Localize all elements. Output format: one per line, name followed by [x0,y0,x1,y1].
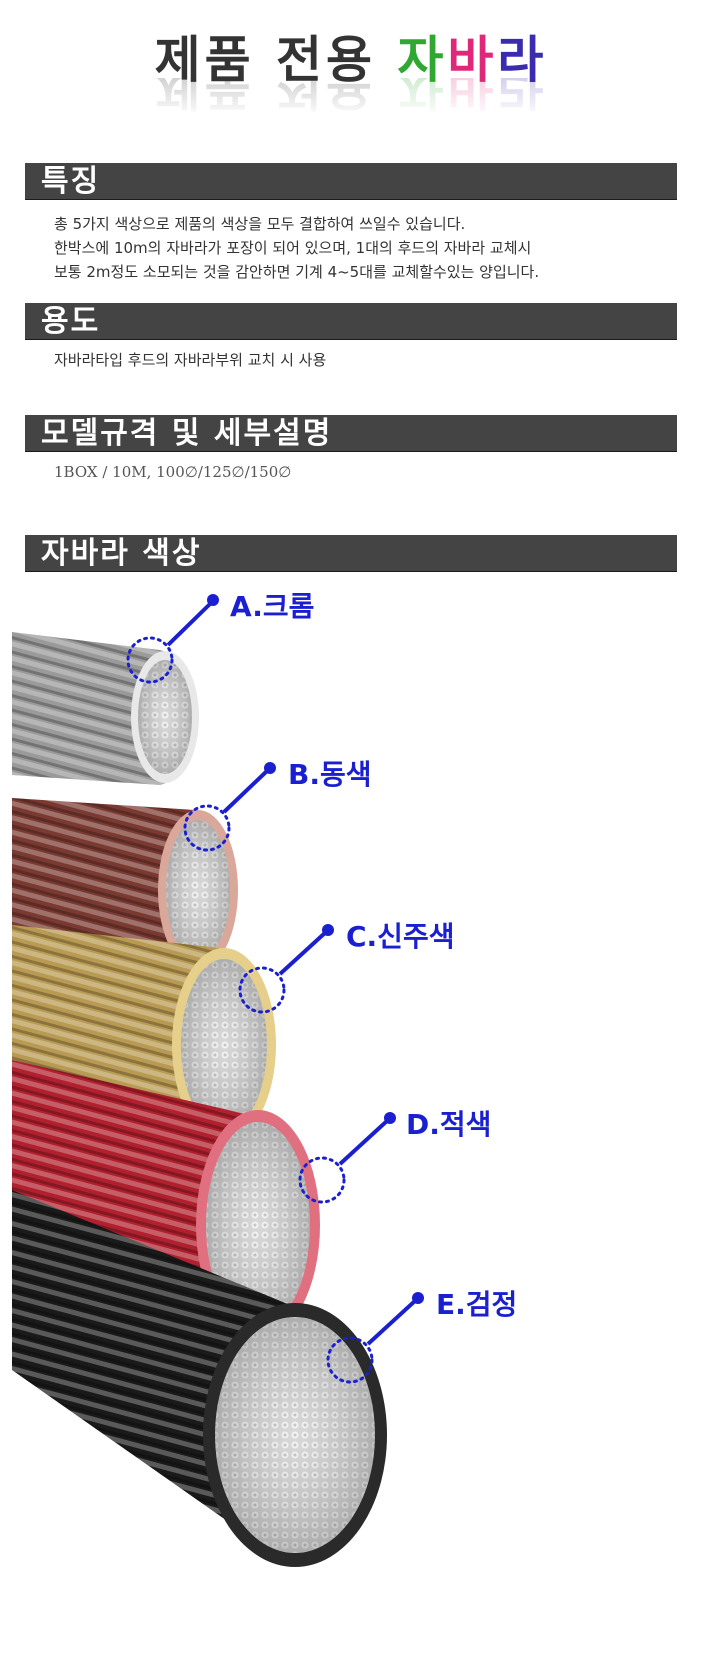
usage-heading: 용도 [25,303,677,340]
callout-dot-b [264,762,276,774]
callout-circle-d [298,1156,346,1204]
callout-circle-b [183,804,231,852]
label-b-copper: B.동색 [288,758,372,791]
duct-a-chrome [12,632,199,785]
spec-heading: 모델규격 및 세부설명 [25,415,677,452]
spec-text: 1BOX / 10M, 100∅/125∅/150∅ [54,463,292,481]
duct-b-copper [12,798,238,970]
features-line: 한박스에 10m의 자바라가 포장이 되어 있으며, 1대의 후드의 자바라 교… [54,239,532,257]
usage-text: 자바라타입 후드의 자바라부위 교치 시 사용 [54,351,327,369]
title-text: 제품 전용 자바라 [154,31,548,89]
callout-dot-a [207,594,219,606]
callout-dot-d [384,1112,396,1124]
features-text: 총 5가지 색상으로 제품의 색상을 모두 결합하여 쓰일수 있습니다. 한박스… [54,212,539,284]
callout-dot-e [412,1292,424,1304]
callout-dot-c [322,924,334,936]
callout-circle-e [326,1336,374,1384]
duct-c-brass [12,925,276,1142]
callout-circle-a [126,636,174,684]
label-e-black: E.검정 [436,1288,517,1321]
callout-line-e [366,1298,418,1346]
features-line: 총 5가지 색상으로 제품의 색상을 모두 결합하여 쓰일수 있습니다. [54,215,466,233]
features-heading: 특징 [25,163,677,200]
callout-line-a [166,600,214,647]
colors-heading: 자바라 색상 [25,535,677,572]
duct-color-illustration: A.크롬 B.동색 C.신주색 D.적색 E.검정 [12,589,519,1567]
callout-line-d [338,1118,390,1166]
callout-line-c [278,930,328,976]
callout-line-b [222,768,270,814]
features-line: 보통 2m정도 소모되는 것을 감안하면 기계 4~5대를 교체할수있는 양입니… [54,263,540,281]
label-d-red: D.적색 [406,1108,491,1141]
label-a-chrome: A.크롬 [230,590,314,623]
callout-circle-c [238,966,286,1014]
page-title: 제품 전용 자바라 제품 전용 자바라 [0,28,702,138]
label-c-brass: C.신주색 [346,920,454,953]
